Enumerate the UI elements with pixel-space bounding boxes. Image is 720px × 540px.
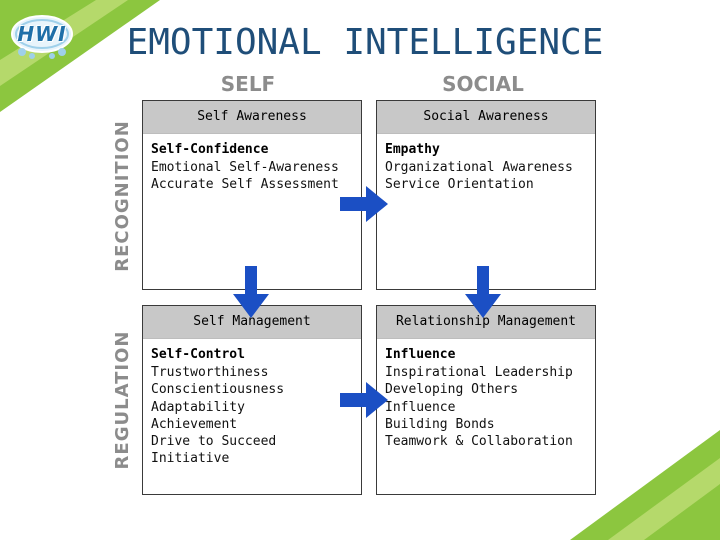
column-heading-self: SELF [220,72,276,96]
row-heading-regulation: REGULATION [112,330,133,470]
corner-decoration-bottom-right [570,430,720,540]
quadrant-header: Social Awareness [377,101,595,134]
competency-item: Conscientiousness [151,382,285,398]
competency-item: Service Orientation [385,177,534,193]
competency-item: Adaptability [151,399,245,415]
competency-item: Developing Others [385,382,519,398]
competency-item: Building Bonds [385,416,495,432]
competency-item: Emotional Self-Awareness [151,160,339,175]
logo-text: HWI [17,22,67,46]
quadrant-self-awareness: Self Awareness Self-Confidence Emotional… [142,100,362,290]
quadrant-relationship-management: Relationship Management Influence Inspir… [376,305,596,495]
competency-item: Drive to Succeed [151,434,277,450]
competency-item: Achievement [151,416,238,432]
competency-item: Trustworthiness [151,365,269,380]
quadrant-lead-competency: Self-Confidence [151,142,269,157]
competency-item: Inspirational Leadership [385,365,573,380]
quadrant-self-management: Self Management Self-Control Trustworthi… [142,305,362,495]
arrow-down-icon [465,266,501,318]
logo-emblem-icon [11,15,73,59]
competency-item: Teamwork & Collaboration [385,434,573,450]
quadrant-lead-competency: Empathy [385,142,440,157]
hwi-logo: HWI [8,8,76,64]
page-title: EMOTIONAL INTELLIGENCE [126,22,604,63]
competency-item: Organizational Awareness [385,160,573,175]
quadrant-social-awareness: Social Awareness Empathy Organizational … [376,100,596,290]
column-heading-social: SOCIAL [442,72,524,96]
competency-item: Accurate Self Assessment [151,177,339,193]
quadrant-lead-competency: Self-Control [151,347,245,362]
arrow-down-icon [233,266,269,318]
arrow-right-icon [340,382,388,418]
competency-item: Initiative [151,451,230,467]
quadrant-header: Self Awareness [143,101,361,134]
quadrant-lead-competency: Influence [385,347,456,362]
row-heading-recognition: RECOGNITION [112,120,133,272]
competency-item: Influence [385,399,456,415]
arrow-right-icon [340,186,388,222]
